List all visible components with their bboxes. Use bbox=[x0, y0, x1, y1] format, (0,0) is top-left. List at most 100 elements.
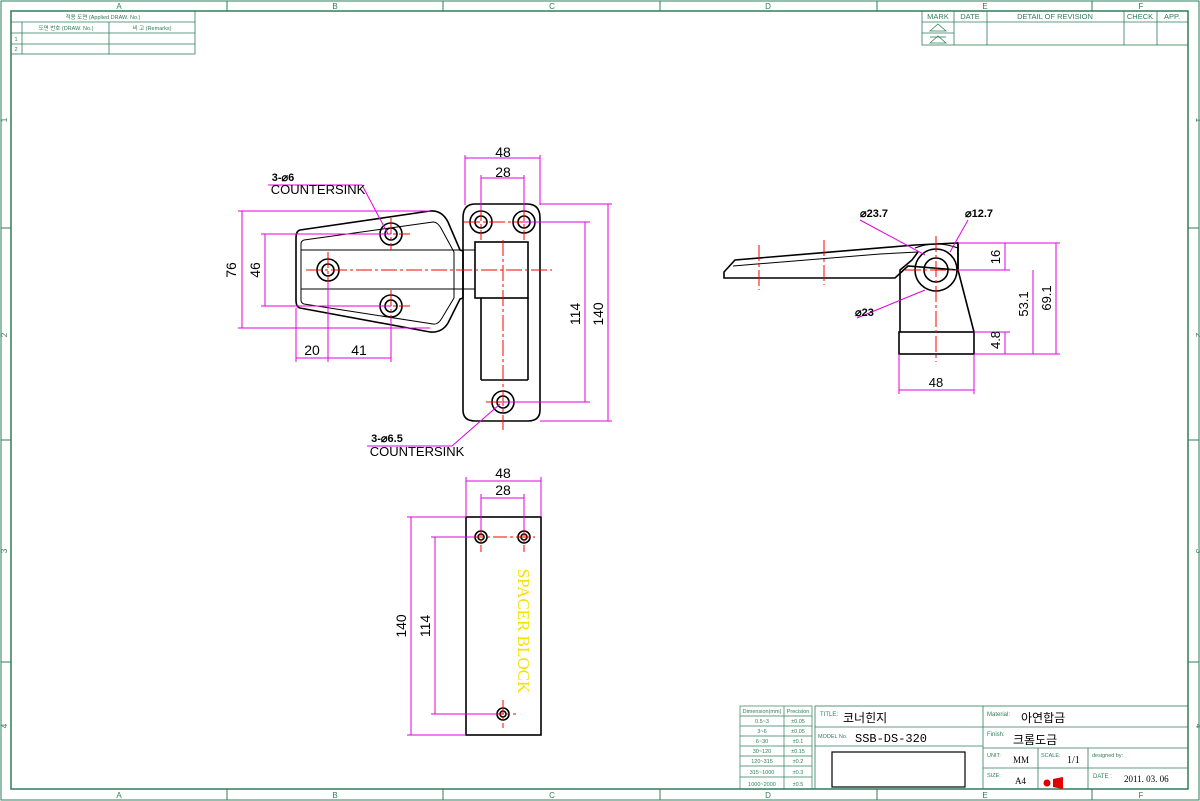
tolerance-prec-6: ±0.5 bbox=[793, 782, 804, 788]
tolerance-dim-5: 315~1000 bbox=[750, 770, 775, 776]
tolerance-dim-1: 3~6 bbox=[757, 729, 766, 735]
applied-drawing-table bbox=[10, 10, 196, 55]
col-label-top-d: D bbox=[765, 2, 771, 11]
spacer-block-label: SPACER BLOCK bbox=[514, 569, 533, 694]
date-label: DATE : bbox=[1093, 774, 1112, 780]
finish-value: 크롬도금 bbox=[1013, 733, 1057, 747]
spacer-block-view: 48 28 140 114 SPACER BLOCK bbox=[393, 465, 542, 736]
col-label-bottom-e: E bbox=[982, 791, 987, 800]
model-value: SSB-DS-320 bbox=[855, 732, 927, 746]
side-dim-4-8: 4.8 bbox=[988, 331, 1003, 349]
col-label-bottom-b: B bbox=[332, 791, 337, 800]
size-value: A4 bbox=[1015, 776, 1026, 786]
front-dim-76: 76 bbox=[223, 262, 239, 278]
tolerance-dim-6: 1000~2000 bbox=[748, 782, 776, 788]
revision-col-date: DATE bbox=[960, 12, 979, 21]
side-view: ⌀23.7 ⌀12.7 ⌀23 16 53.1 69.1 4.8 48 bbox=[723, 208, 1060, 394]
col-label-top-f: F bbox=[1139, 2, 1144, 11]
spacer-block-dimensions bbox=[407, 477, 542, 736]
size-label: SIZE: bbox=[987, 773, 1001, 779]
front-view-dimensions bbox=[238, 155, 612, 447]
tolerance-prec-0: ±0.05 bbox=[791, 719, 805, 725]
col-label-top-e: E bbox=[982, 2, 987, 11]
applied-table-row-2: 2 bbox=[14, 47, 17, 53]
col-label-bottom-a: A bbox=[116, 791, 122, 800]
tolerance-prec-1: ±0.05 bbox=[791, 729, 805, 735]
front-dim-41: 41 bbox=[351, 342, 367, 358]
front-dim-114: 114 bbox=[567, 303, 583, 326]
front-note-bottom-diameter: 3-⌀6.5 bbox=[371, 433, 403, 445]
front-note-bottom-countersink: COUNTERSINK bbox=[370, 444, 465, 459]
applied-table-col-drawno: 도면 번호 (DRAW. No.) bbox=[39, 24, 94, 32]
row-label-right-2: 2 bbox=[1194, 333, 1200, 338]
tolerance-prec-3: ±0.15 bbox=[791, 749, 805, 755]
tolerance-head-precision: Precision bbox=[787, 709, 810, 715]
applied-table-col-remarks: 비 고 (Remarks) bbox=[133, 24, 172, 32]
unit-label: UNIT: bbox=[987, 753, 1001, 759]
side-dim-69-1: 69.1 bbox=[1039, 285, 1054, 310]
tolerance-dim-3: 30~120 bbox=[753, 749, 772, 755]
scale-value: 1/1 bbox=[1067, 755, 1080, 766]
row-label-right-4: 4 bbox=[1194, 724, 1200, 729]
front-dim-46: 46 bbox=[247, 262, 263, 278]
front-view: 48 28 76 46 114 140 20 41 3-⌀6 COUNTERSI… bbox=[223, 144, 612, 459]
title-value: 코너힌지 bbox=[843, 711, 887, 725]
material-value: 아연합금 bbox=[1021, 711, 1065, 725]
material-label: Material: bbox=[987, 712, 1010, 718]
tolerance-head-dimension: Dimension(mm) bbox=[743, 709, 782, 715]
row-label-right-1: 1 bbox=[1194, 118, 1200, 123]
front-note-top-diameter: 3-⌀6 bbox=[272, 172, 295, 184]
side-dia-23: ⌀23 bbox=[855, 307, 874, 319]
spacer-dim-28: 28 bbox=[495, 482, 511, 498]
title-label: TITLE: bbox=[820, 712, 838, 718]
revision-table bbox=[921, 10, 1189, 46]
finish-label: Finish: bbox=[987, 732, 1005, 738]
front-view-centerlines bbox=[306, 205, 552, 430]
unit-value: MM bbox=[1013, 755, 1029, 765]
designed-label: designed by: bbox=[1092, 753, 1124, 759]
applied-table-row-1: 1 bbox=[14, 37, 17, 43]
row-label-left-2: 2 bbox=[0, 332, 9, 337]
spacer-block-outline bbox=[465, 516, 542, 736]
spacer-dim-114: 114 bbox=[417, 615, 433, 638]
applied-table-header: 적용 도면 (Applied DRAW. No.) bbox=[66, 13, 141, 21]
side-view-dim-text: ⌀23.7 ⌀12.7 ⌀23 16 53.1 69.1 4.8 48 bbox=[855, 208, 1054, 390]
col-label-top-b: B bbox=[332, 2, 337, 11]
tolerance-prec-5: ±0.3 bbox=[793, 770, 804, 776]
front-dim-20: 20 bbox=[304, 342, 320, 358]
revision-col-check: CHECK bbox=[1127, 12, 1153, 21]
spacer-dim-48: 48 bbox=[495, 465, 511, 481]
projection-symbol-icon bbox=[1043, 777, 1063, 789]
title-block bbox=[814, 705, 1189, 790]
side-view-dimensions bbox=[856, 219, 1060, 394]
front-note-top-countersink: COUNTERSINK bbox=[271, 182, 366, 197]
revision-col-app: APP. bbox=[1164, 12, 1180, 21]
tolerance-dim-2: 6~30 bbox=[756, 739, 768, 745]
front-dim-140: 140 bbox=[590, 302, 606, 326]
row-label-left-3: 3 bbox=[0, 548, 9, 553]
front-dim-28: 28 bbox=[495, 164, 511, 180]
row-label-right-3: 3 bbox=[1194, 549, 1200, 554]
revision-col-detail: DETAIL OF REVISION bbox=[1017, 12, 1093, 21]
col-label-bottom-d: D bbox=[765, 791, 771, 800]
spacer-dim-140: 140 bbox=[393, 614, 409, 638]
row-label-left-4: 4 bbox=[0, 723, 9, 728]
tolerance-dim-0: 0.5~3 bbox=[755, 719, 769, 725]
model-label: MODEL No. bbox=[818, 734, 848, 740]
tolerance-prec-4: ±0.2 bbox=[793, 759, 804, 765]
date-value: 2011. 03. 06 bbox=[1124, 774, 1169, 784]
tolerance-table bbox=[739, 705, 813, 790]
front-view-outline bbox=[295, 203, 541, 422]
side-dia-12-7: ⌀12.7 bbox=[965, 208, 993, 220]
col-label-bottom-f: F bbox=[1139, 791, 1144, 800]
side-dim-48: 48 bbox=[929, 375, 943, 390]
title-block-text: TITLE: 코너힌지 MODEL No. SSB-DS-320 Materia… bbox=[818, 711, 1169, 789]
tolerance-dim-4: 120~315 bbox=[751, 759, 773, 765]
front-view-dim-text: 48 28 76 46 114 140 20 41 3-⌀6 COUNTERSI… bbox=[223, 144, 606, 459]
scale-label: SCALE: bbox=[1041, 753, 1061, 759]
side-dim-16: 16 bbox=[988, 250, 1003, 264]
tolerance-prec-2: ±0.1 bbox=[793, 739, 804, 745]
